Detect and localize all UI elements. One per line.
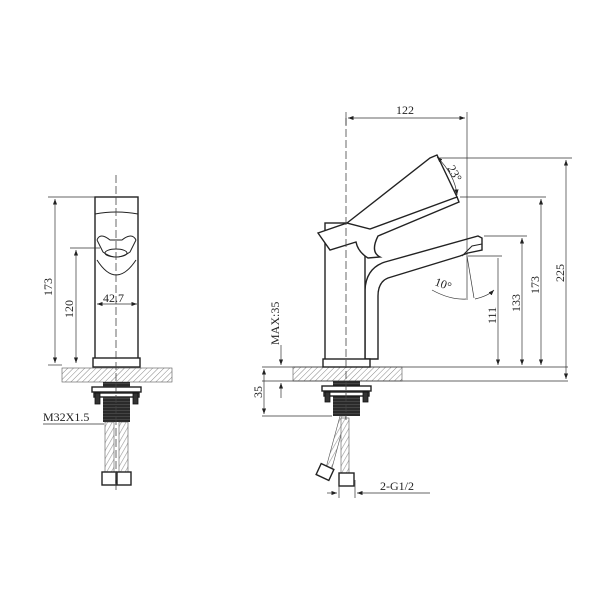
hose-left-a: [104, 421, 115, 473]
handle-lowered: [316, 196, 460, 259]
angle-10: 10°: [433, 275, 454, 294]
dim-173-right: 173: [528, 276, 542, 294]
dim-42-7: 42.7: [103, 291, 124, 305]
countertop-right: [292, 366, 403, 382]
side-view: 173 120 42.7 M32X1.5: [41, 175, 173, 490]
nut-left: [91, 386, 142, 393]
hose-right-b: [340, 417, 350, 474]
thread-label: M32X1.5: [43, 410, 89, 424]
handle-raised: [345, 154, 458, 230]
dim-120-left: 120: [62, 300, 76, 318]
dim-133: 133: [509, 294, 523, 312]
dim-35: 35: [251, 386, 265, 398]
base-left: [92, 357, 141, 368]
front-view: 122 225 173 133 111 23° 10° MAX:35 35 2-…: [251, 103, 572, 498]
dim-122: 122: [396, 103, 414, 117]
hose-connection-label: 2-G1/2: [380, 479, 414, 493]
spout: [364, 235, 483, 360]
countertop-left: [61, 367, 173, 383]
dim-111: 111: [485, 307, 499, 324]
dim-173-left: 173: [41, 278, 55, 296]
body-left: [94, 196, 139, 360]
hose-left-b: [118, 421, 129, 473]
base-right: [322, 358, 371, 368]
dim-225: 225: [553, 264, 567, 282]
max-deck-thickness: MAX:35: [268, 302, 282, 345]
